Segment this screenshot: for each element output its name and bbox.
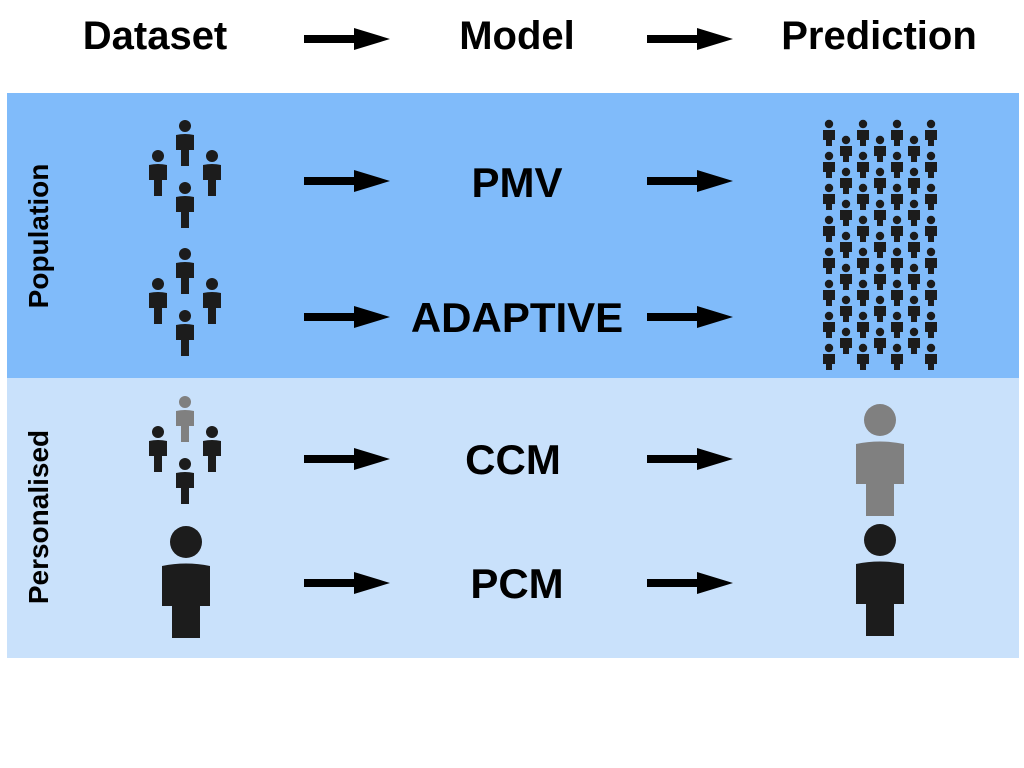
crowd-person xyxy=(908,135,920,162)
crowd-person xyxy=(874,199,886,226)
crowd-person xyxy=(925,247,937,274)
crowd-person xyxy=(925,119,937,146)
model-adaptive: ADAPTIVE xyxy=(410,294,624,341)
crowd-person xyxy=(823,151,835,178)
person-group-icon xyxy=(149,120,221,228)
crowd-person xyxy=(925,215,937,242)
crowd-person xyxy=(925,311,937,338)
prediction-header: Prediction xyxy=(781,14,977,58)
crowd-person xyxy=(857,247,869,274)
crowd-person xyxy=(857,343,869,370)
model-header: Model xyxy=(459,14,575,58)
crowd-person xyxy=(891,279,903,306)
header-arrow-icon-2 xyxy=(647,28,733,50)
right-arrow-icon xyxy=(647,448,733,470)
predicted-person-grey-icon xyxy=(856,404,904,516)
crowd-person xyxy=(840,231,852,258)
crowd-person xyxy=(925,279,937,306)
crowd-person xyxy=(840,263,852,290)
dataset-header: Dataset xyxy=(82,14,228,58)
crowd-person xyxy=(874,135,886,162)
crowd-person xyxy=(857,151,869,178)
crowd-person xyxy=(908,295,920,322)
crowd-person xyxy=(857,119,869,146)
right-arrow-icon xyxy=(647,306,733,328)
crowd-person xyxy=(840,167,852,194)
crowd-person xyxy=(908,263,920,290)
model-pmv: PMV xyxy=(471,159,563,206)
crowd-person xyxy=(874,263,886,290)
right-arrow-icon xyxy=(304,572,390,594)
crowd-person xyxy=(823,247,835,274)
crowd-person xyxy=(857,215,869,242)
person-group-highlight-icon xyxy=(149,396,221,504)
header-arrow-icon-1 xyxy=(304,28,390,50)
crowd-person xyxy=(891,183,903,210)
crowd-person xyxy=(857,279,869,306)
crowd-person xyxy=(891,151,903,178)
crowd-person xyxy=(925,183,937,210)
crowd-person xyxy=(891,119,903,146)
right-arrow-icon xyxy=(304,170,390,192)
crowd-person xyxy=(925,151,937,178)
crowd-person xyxy=(823,183,835,210)
crowd-person xyxy=(908,199,920,226)
crowd-person xyxy=(823,119,835,146)
crowd-person xyxy=(925,343,937,370)
right-arrow-icon xyxy=(304,448,390,470)
crowd-person xyxy=(891,247,903,274)
crowd-person xyxy=(891,343,903,370)
crowd-person xyxy=(908,167,920,194)
crowd-person xyxy=(823,343,835,370)
population-label: Population xyxy=(23,163,54,309)
crowd-person xyxy=(823,279,835,306)
crowd-person xyxy=(908,231,920,258)
crowd-person xyxy=(840,327,852,354)
person-icon xyxy=(162,526,210,638)
crowd-person xyxy=(874,167,886,194)
personalised-label: Personalised xyxy=(23,429,54,605)
crowd-person xyxy=(823,215,835,242)
population-band xyxy=(7,93,1019,378)
crowd-person xyxy=(891,311,903,338)
model-pcm: PCM xyxy=(470,560,564,607)
crowd-person xyxy=(840,295,852,322)
right-arrow-icon xyxy=(304,306,390,328)
crowd-person xyxy=(874,295,886,322)
right-arrow-icon xyxy=(647,572,733,594)
right-arrow-icon xyxy=(647,170,733,192)
crowd-person xyxy=(874,327,886,354)
crowd-icon xyxy=(823,119,937,370)
crowd-person xyxy=(891,215,903,242)
person-group-icon xyxy=(149,248,221,356)
model-ccm: CCM xyxy=(465,436,561,483)
crowd-person xyxy=(857,311,869,338)
crowd-person xyxy=(857,183,869,210)
predicted-person-icon xyxy=(856,524,904,636)
crowd-person xyxy=(874,231,886,258)
crowd-person xyxy=(908,327,920,354)
crowd-person xyxy=(840,135,852,162)
crowd-person xyxy=(840,199,852,226)
crowd-person xyxy=(823,311,835,338)
